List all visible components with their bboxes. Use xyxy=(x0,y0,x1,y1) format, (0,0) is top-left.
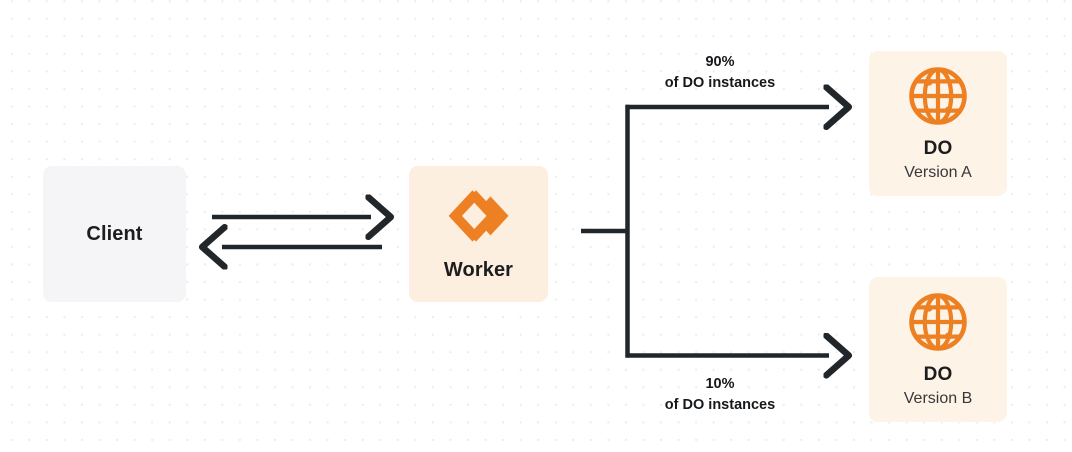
node-do-version-b-sublabel: Version B xyxy=(903,389,973,407)
node-do-version-a-sublabel: Version A xyxy=(904,163,972,181)
edge-label-do-a-percent: 90% xyxy=(705,54,735,70)
node-do-version-a: DO Version A xyxy=(869,51,1007,196)
node-client-label: Client xyxy=(86,222,143,245)
node-client: Client xyxy=(43,166,186,302)
edge-label-do-b: 10% of DO instances xyxy=(620,374,820,416)
cloudflare-workers-icon xyxy=(445,187,513,245)
node-worker: Worker xyxy=(409,166,548,302)
edge-label-do-b-percent: 10% xyxy=(705,376,735,392)
node-do-version-b: DO Version B xyxy=(869,277,1007,422)
node-do-version-b-label: DO xyxy=(923,363,953,385)
edge-label-do-a: 90% of DO instances xyxy=(620,52,820,94)
edge-label-do-a-description: of DO instances xyxy=(664,75,776,92)
node-worker-label: Worker xyxy=(443,258,514,281)
edge-label-do-b-description: of DO instances xyxy=(664,397,776,414)
node-do-version-a-label: DO xyxy=(923,137,953,159)
globe-icon xyxy=(907,291,969,353)
globe-icon xyxy=(907,65,969,127)
